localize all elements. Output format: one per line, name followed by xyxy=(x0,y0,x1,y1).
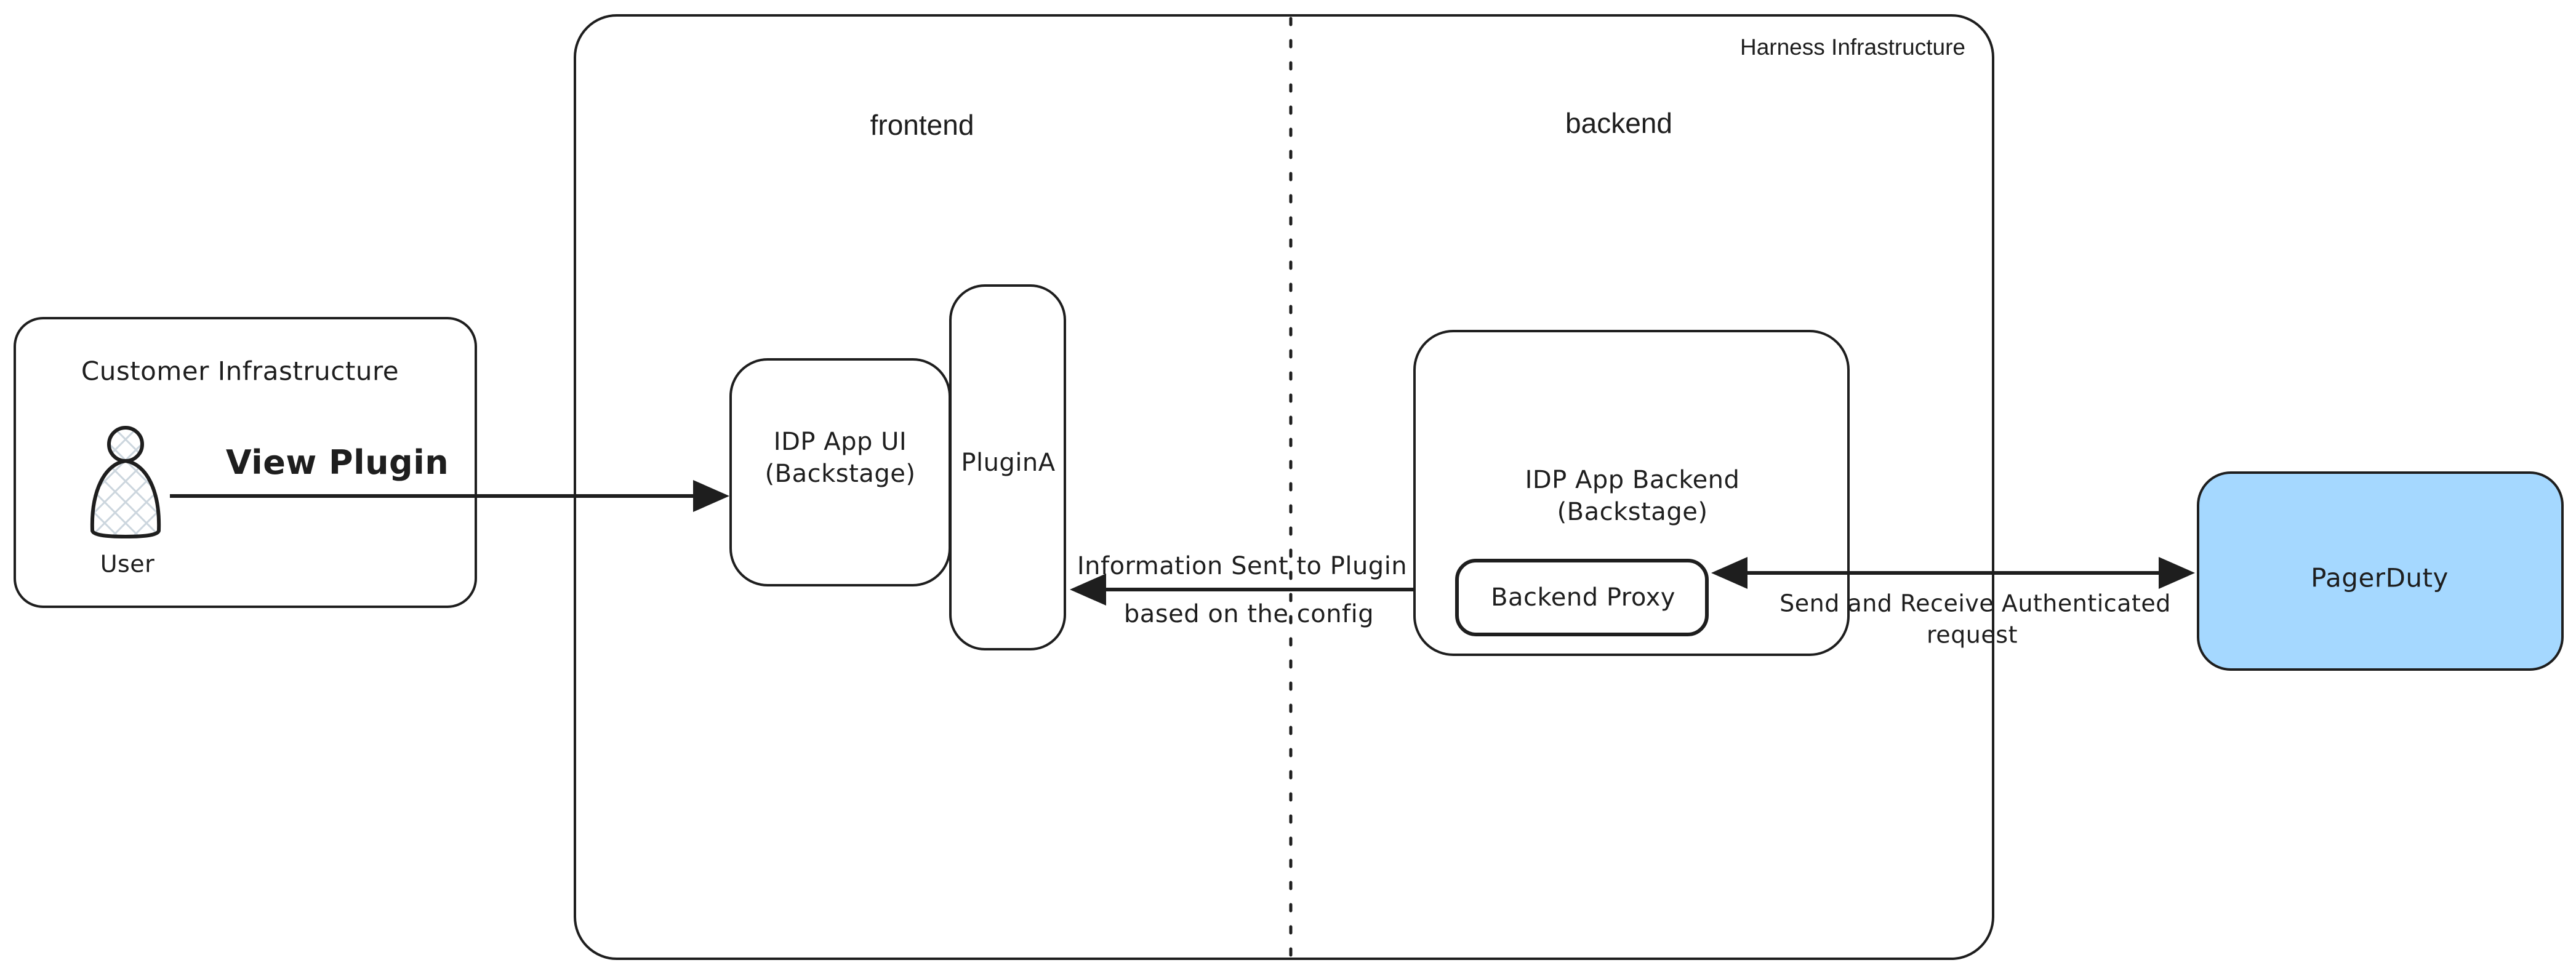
frontend-section-label: frontend xyxy=(870,109,974,142)
idp-app-backend-subtitle: (Backstage) xyxy=(1557,498,1708,526)
harness-infrastructure-title: Harness Infrastructure xyxy=(1739,34,1966,60)
harness-infrastructure-group xyxy=(574,14,1994,960)
customer-infrastructure-group xyxy=(14,317,477,608)
view-plugin-arrow-label: View Plugin xyxy=(225,442,449,482)
idp-app-backend-label: IDP App Backend (Backstage) xyxy=(1525,464,1740,528)
backend-proxy-label: Backend Proxy xyxy=(1491,583,1675,612)
information-sent-label-line2: based on the config xyxy=(1123,600,1374,628)
pagerduty-node xyxy=(2197,471,2564,671)
pagerduty-label: PagerDuty xyxy=(2311,562,2449,593)
send-receive-label-line2: request xyxy=(1927,621,2018,649)
plugin-a-label: PluginA xyxy=(961,449,1056,477)
information-sent-label-line1: Information Sent to Plugin xyxy=(1077,552,1408,580)
customer-infrastructure-title: Customer Infrastructure xyxy=(81,356,399,386)
user-label: User xyxy=(100,550,155,578)
backend-proxy-node xyxy=(1455,559,1709,636)
send-receive-label-line1: Send and Receive Authenticated xyxy=(1780,590,2171,617)
idp-app-ui-label: IDP App UI (Backstage) xyxy=(765,426,916,490)
plugin-a-node xyxy=(949,284,1066,650)
idp-app-backend-title: IDP App Backend xyxy=(1525,466,1740,494)
idp-app-ui-subtitle: (Backstage) xyxy=(764,460,916,488)
idp-app-ui-title: IDP App UI xyxy=(773,428,907,456)
backend-section-label: backend xyxy=(1565,107,1672,140)
